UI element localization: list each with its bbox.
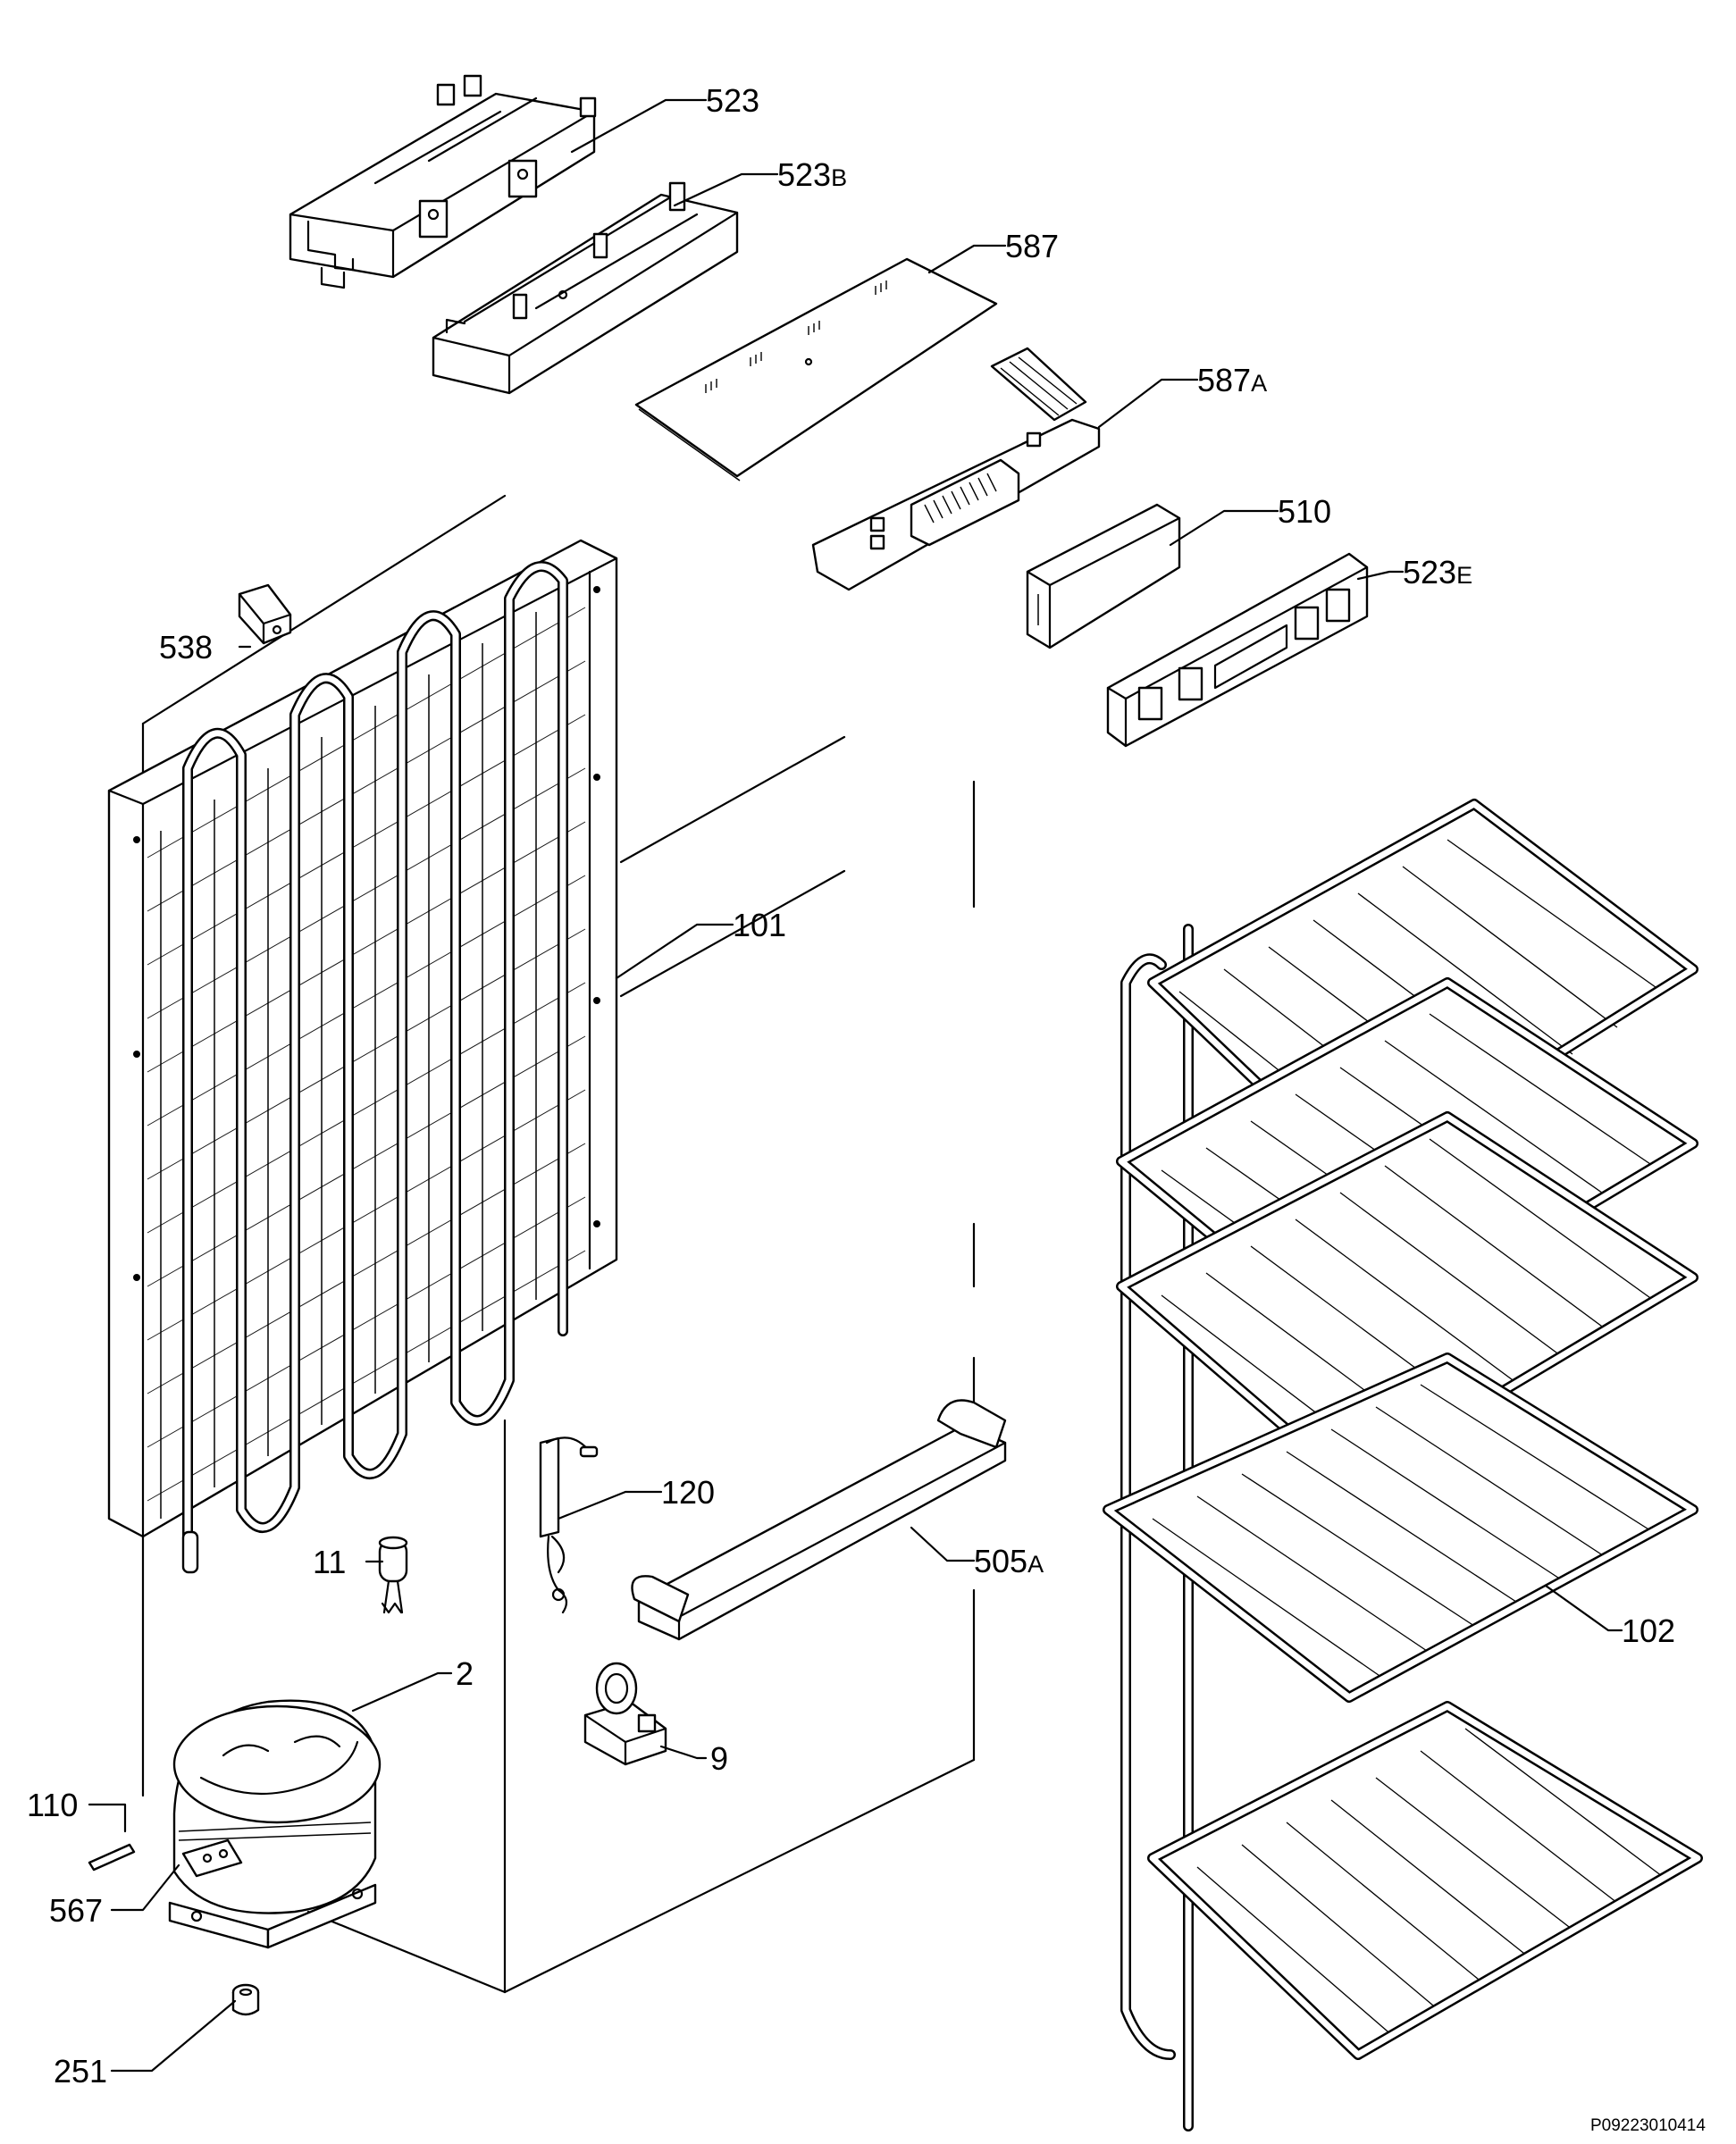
callout-567: 567: [49, 1892, 103, 1929]
callout-9: 9: [710, 1740, 728, 1777]
callout-101: 101: [733, 907, 786, 943]
clip-part-538: [238, 583, 292, 645]
callout-587: 587: [1005, 228, 1059, 264]
leader-lines: [88, 98, 1623, 2073]
callout-587a: 587A: [1197, 362, 1267, 398]
clamp-part-9: [583, 1662, 667, 1766]
display-cover-part-510: [1026, 503, 1181, 649]
display-board-part-587a: [811, 347, 1101, 591]
grommet-part-251: [231, 1983, 260, 2016]
callout-523b: 523B: [777, 156, 847, 193]
control-board-part-587: [634, 257, 998, 482]
evaporator-shelf-4: [1103, 1353, 1698, 1703]
callout-102: 102: [1622, 1612, 1675, 1649]
callout-110: 110: [27, 1787, 78, 1823]
callout-120: 120: [661, 1474, 715, 1511]
pin-part-110: [88, 1843, 136, 1872]
cabinet-outline: [141, 494, 976, 1994]
callout-523: 523: [706, 82, 759, 119]
evaporator-part-102: [1103, 799, 1703, 2131]
drawing-code: P09223010414: [1590, 2116, 1706, 2135]
small-part-11: [378, 1536, 408, 1614]
callout-510: 510: [1278, 493, 1331, 530]
compressor-part-2: [168, 1699, 382, 1949]
callout-538: 538: [159, 629, 213, 666]
callout-2: 2: [456, 1655, 474, 1692]
evaporator-shelf-5: [1147, 1701, 1703, 2060]
control-housing-part-523: [289, 74, 597, 289]
callout-labels: 523 523B 587 587A 510 523E 538 101 120 5…: [27, 82, 1675, 2090]
door-bar-part-505a: [631, 1399, 1007, 1641]
callout-523e: 523E: [1403, 554, 1472, 590]
bracket-part-567: [181, 1838, 243, 1878]
sensor-part-120: [539, 1436, 599, 1614]
housing-frame-part-523b: [432, 181, 739, 395]
condenser-part-101: [107, 539, 618, 1574]
front-panel-part-523e: [1106, 552, 1369, 748]
callout-505a: 505A: [974, 1543, 1044, 1579]
callout-11: 11: [313, 1544, 346, 1580]
callout-251: 251: [54, 2053, 107, 2090]
